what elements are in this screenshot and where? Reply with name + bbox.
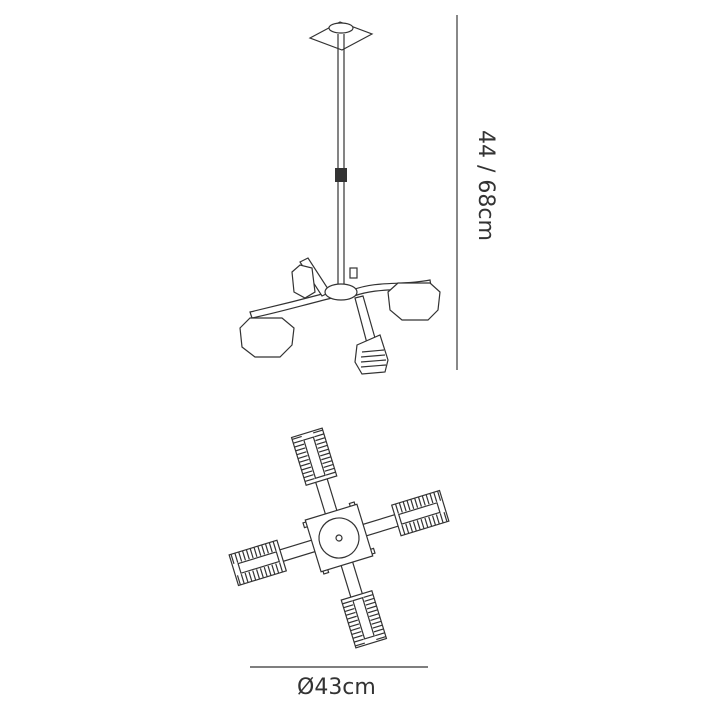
top-arm-1 bbox=[290, 427, 357, 517]
shade-left bbox=[239, 317, 295, 358]
arm-left bbox=[249, 291, 333, 319]
top-arm-4 bbox=[228, 520, 318, 587]
center-hole bbox=[335, 534, 343, 542]
top-arm-2 bbox=[360, 489, 450, 556]
top-view bbox=[228, 427, 450, 649]
height-dimension-label: 44 / 68cm bbox=[473, 130, 498, 241]
top-arm-3 bbox=[321, 559, 388, 649]
hub bbox=[324, 283, 358, 301]
side-view bbox=[239, 21, 441, 375]
shade-front bbox=[354, 334, 389, 375]
shade-right bbox=[387, 282, 441, 321]
center-disc bbox=[318, 517, 360, 559]
diameter-dimension-label: Ø43cm bbox=[297, 675, 376, 700]
ceiling-rose bbox=[328, 22, 354, 34]
rod-joint bbox=[335, 168, 347, 182]
shade-back bbox=[291, 264, 316, 299]
